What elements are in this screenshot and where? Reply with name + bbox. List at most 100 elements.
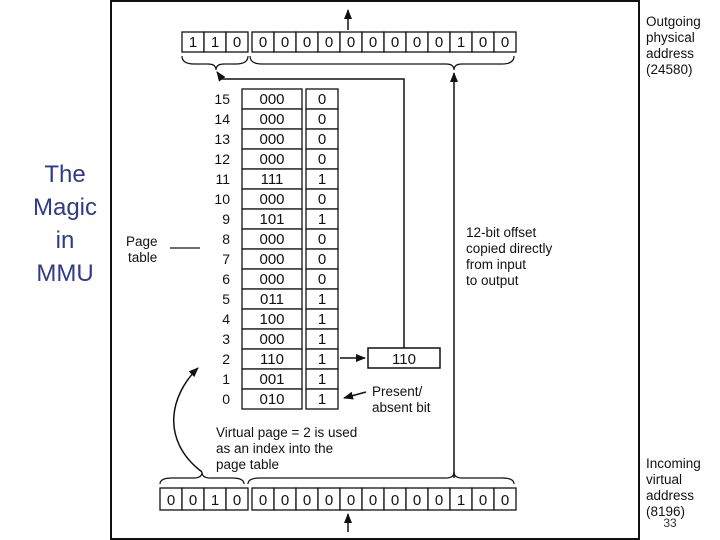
outgoing-register-bit: 0 (391, 34, 399, 51)
label-line: Incoming (646, 456, 701, 471)
present-bit: 1 (318, 391, 326, 408)
label-line: absent bit (372, 400, 431, 415)
outgoing-page-brace (181, 55, 249, 71)
outgoing-register-bit: 0 (259, 34, 267, 51)
incoming-register-bit: 0 (189, 492, 197, 509)
present-bit: 1 (318, 211, 326, 228)
page-index: 11 (215, 171, 230, 187)
page-index: 0 (222, 391, 230, 407)
present-bit: 0 (318, 251, 326, 268)
present-bit: 0 (318, 91, 326, 108)
page-index: 14 (214, 111, 230, 127)
page-index: 9 (222, 211, 230, 227)
title-line: The (44, 161, 86, 188)
incoming-address-label: Incoming virtual address (8196) (646, 456, 705, 519)
slide-title: The Magic in MMU (20, 158, 110, 290)
page-table-row: 9 101 1 (222, 208, 339, 230)
present-cell (305, 388, 339, 410)
outgoing-register-bit: 0 (413, 34, 421, 51)
outgoing-register-bit: 0 (501, 34, 509, 51)
page-index: 1 (222, 371, 230, 387)
incoming-offset-brace (247, 471, 515, 485)
page-index: 10 (214, 191, 230, 207)
incoming-register-bit: 0 (347, 492, 355, 509)
page-index: 3 (222, 331, 230, 347)
label-line: address (646, 488, 694, 503)
incoming-register-bit: 0 (435, 492, 443, 509)
outgoing-register-cell (225, 31, 249, 53)
title-line: in (55, 227, 75, 254)
outgoing-register-bit: 1 (211, 34, 219, 51)
frame-cell (241, 388, 303, 410)
incoming-register-bit: 0 (303, 492, 311, 509)
page-index-arrow (173, 367, 203, 473)
diagram-frame (110, 0, 640, 540)
page-table-label: Page table (126, 234, 161, 265)
incoming-register-bit: 0 (501, 492, 509, 509)
incoming-register-bit: 0 (413, 492, 421, 509)
frame-copy-arrow (216, 71, 405, 348)
label-line: Outgoing (646, 14, 701, 29)
page-index: 8 (222, 231, 230, 247)
label-line: Present/ (372, 384, 423, 399)
incoming-register-bit: 0 (391, 492, 399, 509)
outgoing-register-bit: 0 (347, 34, 355, 51)
present-bit: 0 (318, 231, 326, 248)
title-line: Magic (32, 194, 98, 221)
incoming-register-bit: 0 (325, 492, 333, 509)
present-bit: 1 (318, 371, 326, 388)
offset-label: 12-bit offset copied directly from input… (466, 225, 556, 288)
page-index: 2 (222, 351, 230, 367)
present-bit: 0 (318, 151, 326, 168)
frame-number: 000 (259, 131, 284, 148)
present-bit-arrow (343, 391, 367, 400)
label-line: physical (646, 30, 695, 45)
present-bit: 0 (318, 131, 326, 148)
outgoing-register-bit: 0 (479, 34, 487, 51)
outgoing-register-bit: 0 (325, 34, 333, 51)
label-line: table (128, 250, 157, 265)
label-line: copied directly (466, 241, 553, 256)
present-bit: 1 (318, 291, 326, 308)
outgoing-address-label: Outgoing physical address (24580) (646, 14, 705, 77)
page-index: 12 (214, 151, 230, 167)
label-line: to output (466, 273, 519, 288)
present-bit: 1 (318, 171, 326, 188)
slide-number: 33 (663, 516, 677, 530)
frame-number: 111 (261, 171, 284, 188)
frame-number: 010 (259, 391, 284, 408)
page-table-row: 2 110 1 (222, 348, 339, 370)
title-line: MMU (36, 260, 94, 287)
frame-number: 101 (259, 211, 284, 228)
present-absent-label: Present/ absent bit (372, 384, 431, 415)
incoming-register-bit: 0 (167, 492, 175, 509)
frame-number: 001 (259, 371, 284, 388)
present-bit: 1 (318, 351, 326, 368)
incoming-register-bit: 1 (211, 492, 219, 509)
frame-number: 100 (259, 311, 284, 328)
frame-number: 110 (260, 351, 284, 368)
outgoing-register-bit: 1 (457, 34, 465, 51)
page-index: 4 (222, 311, 230, 327)
page-index: 7 (222, 251, 230, 267)
page-index: 13 (214, 131, 230, 147)
present-bit: 1 (318, 331, 326, 348)
page-table-row: 0 010 1 (222, 388, 339, 410)
frame-number-value: 110 (392, 351, 416, 368)
outgoing-register-bit: 0 (281, 34, 289, 51)
outgoing-register-bit: 0 (369, 34, 377, 51)
label-line: as an index into the (216, 441, 333, 456)
frame-number: 000 (259, 191, 284, 208)
